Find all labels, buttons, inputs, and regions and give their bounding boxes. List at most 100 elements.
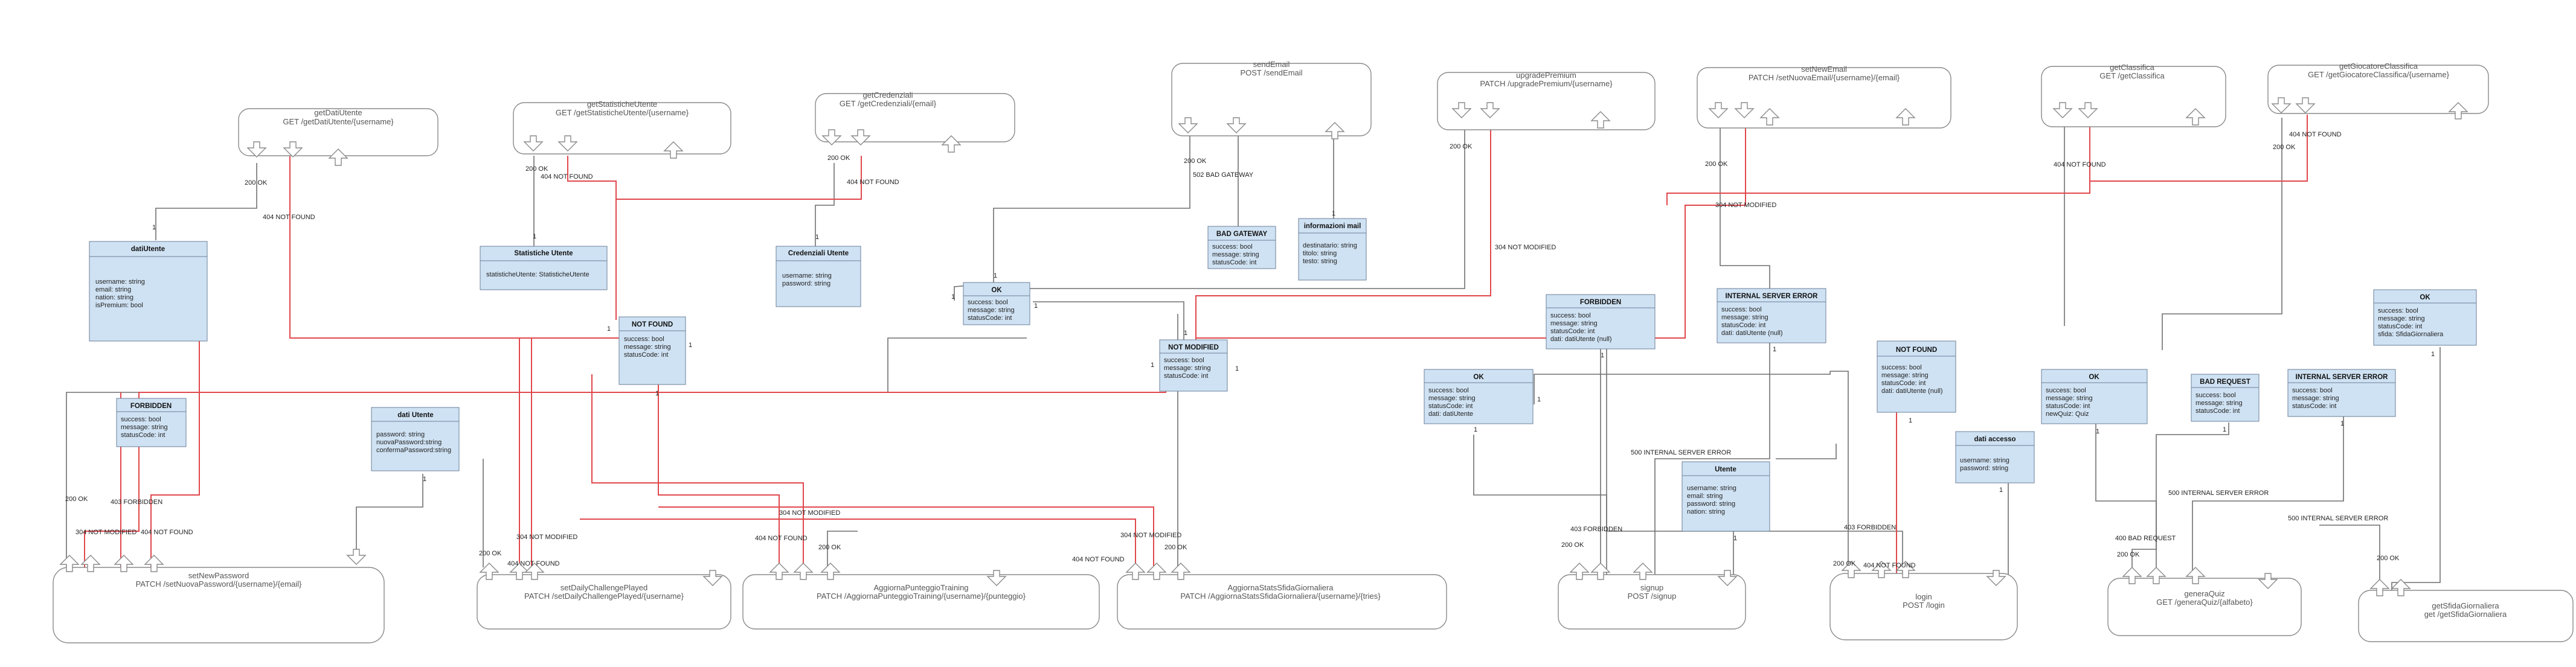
endpoint-name: signup [1640,583,1663,592]
edge-ok1-to-notmod [1033,301,1184,340]
endpoint-setnewpassword[interactable]: setNewPassword PATCH /setNuovaPassword/{… [53,549,385,643]
class-forbidden-1[interactable]: FORBIDDEN success: bool message: string … [116,398,187,447]
endpoint-setnewemail[interactable]: setNewEmail PATCH /setNuovaEmail/{userna… [1697,65,1951,129]
endpoint-name: generaQuiz [2184,589,2224,598]
endpoint-getcredenziali[interactable]: getCredenziali GET /getCredenziali/{emai… [815,91,1015,153]
class-internalservererror-1[interactable]: INTERNAL SERVER ERROR success: bool mess… [1717,288,1826,343]
class-informazionimail[interactable]: informazioni mail destinatario: string t… [1298,218,1367,281]
class-field: message: string [2046,395,2093,402]
edge-label-403: 403 FORBIDDEN [1570,526,1622,533]
edge-label-500: 500 INTERNAL SERVER ERROR [1631,449,1731,456]
edge-label-200: 200 OK [479,550,502,557]
edge-label-200: 200 OK [2377,555,2400,562]
class-field: statusCode: int [624,351,668,359]
endpoint-name: getCredenziali [862,91,913,100]
edge-setpwd-200 [66,337,1027,567]
endpoint-name: getSfidaGiornaliera [2432,601,2499,610]
class-field: password: string [1960,465,2008,472]
endpoint-name: sendEmail [1253,60,1290,69]
edge-ise-signup [1776,444,1837,459]
class-field: success: bool [1881,364,1922,371]
endpoint-aggiornastatssfidagiornaliera[interactable]: AggiornaStatsSfidaGiornaliera PATCH /Agg… [1117,563,1447,630]
endpoint-route: POST /login [1903,601,1945,610]
endpoint-generaquiz[interactable]: generaQuiz GET /generaQuiz/{alfabeto} [2107,567,2302,636]
class-title: Credenziali Utente [788,250,849,257]
red-getclassifica-404 [1666,115,2090,205]
endpoint-upgradepremium[interactable]: upgradePremium PATCH /upgradePremium/{us… [1437,71,1656,130]
class-datiutente[interactable]: datiUtente username: string email: strin… [89,241,208,342]
edge-label-200: 200 OK [2117,551,2140,558]
class-title: NOT FOUND [632,321,673,328]
class-badgateway[interactable]: BAD GATEWAY success: bool message: strin… [1207,226,1276,269]
class-ok-1[interactable]: OK success: bool message: string statusC… [963,282,1030,325]
class-field: isPremium: bool [95,302,143,309]
class-title: Utente [1715,466,1736,473]
endpoint-signup[interactable]: signup POST /signup [1558,563,1746,630]
red-upgrade-304 [1195,112,1491,340]
multiplicity: 1 [994,272,997,279]
red-setpwd-404 [150,338,200,567]
edge-label-404: 404 NOT FOUND [263,214,315,221]
multiplicity: 1 [423,476,426,483]
class-ok-2[interactable]: OK success: bool message: string statusC… [1424,369,1534,424]
class-field: message: string [2195,400,2243,407]
multiplicity: 1 [1034,302,1038,310]
class-notmodified[interactable]: NOT MODIFIED success: bool message: stri… [1159,339,1228,392]
class-field: statusCode: int [2378,323,2422,330]
edge-label-404: 404 NOT FOUND [1072,556,1125,563]
class-internalservererror-2[interactable]: INTERNAL SERVER ERROR success: bool mess… [2287,369,2396,417]
edge-label-200: 200 OK [245,179,268,187]
class-field: username: string [1687,485,1736,492]
edge-label-403: 403 FORBIDDEN [1844,524,1896,531]
class-field: statusCode: int [968,314,1012,322]
class-forbidden-2[interactable]: FORBIDDEN success: bool message: string … [1546,294,1656,349]
class-notfound-2[interactable]: NOT FOUND success: bool message: string … [1877,340,1956,413]
class-badrequest[interactable]: BAD REQUEST success: bool message: strin… [2191,374,2260,422]
class-credenzialiutente[interactable]: Credenziali Utente username: string pass… [776,246,861,307]
class-field: success: bool [2195,392,2236,399]
endpoint-getgiocatoreclassifica[interactable]: getGiocatoreClassifica GET /getGiocatore… [2267,62,2489,120]
red-aggiorna-404 [658,374,780,567]
multiplicity: 1 [1151,362,1154,369]
class-field: email: string [1687,493,1723,500]
class-field: titolo: string [1303,250,1337,257]
edge-label-200: 200 OK [1450,143,1473,150]
class-datiaccesso[interactable]: dati accesso username: string password: … [1955,431,2035,483]
class-datiutente-2[interactable]: dati Utente password: string nuovaPasswo… [371,407,460,471]
class-title: OK [991,287,1002,294]
class-statisticheutente[interactable]: Statistiche Utente statisticheUtente: St… [480,246,608,290]
endpoint-aggiornapunteggiotraining[interactable]: AggiornaPunteggioTraining PATCH /Aggiorn… [742,563,1100,630]
endpoint-sendemail[interactable]: sendEmail POST /sendEmail [1171,60,1372,139]
class-field: success: bool [1164,357,1204,364]
class-field: message: string [2378,315,2425,322]
class-field: message: string [2292,395,2339,402]
edge-label-404: 404 NOT FOUND [2054,161,2106,168]
endpoint-getdatiutente[interactable]: getDatiUtente GET /getDatiUtente/{userna… [238,108,438,166]
edge-label-404: 404 NOT FOUND [141,529,193,536]
class-field: username: string [782,272,832,279]
class-field: message: string [624,343,671,351]
class-title: Statistiche Utente [514,250,573,257]
endpoint-setdailychallengeplayed[interactable]: setDailyChallengePlayed PATCH /setDailyC… [477,563,731,630]
class-field: statusCode: int [1428,403,1473,410]
multiplicity: 1 [1332,210,1335,217]
endpoint-getsfidagiornaliera[interactable]: getSfidaGiornaliera get /getSfidaGiornal… [2358,579,2574,642]
multiplicity: 1 [152,224,156,231]
endpoint-login[interactable]: login POST /login [1829,561,2018,640]
edge-setpwd-data [356,474,423,561]
edge-label-404: 404 NOT FOUND [2289,131,2342,138]
endpoint-route: get /getSfidaGiornaliera [2424,610,2507,619]
class-utente[interactable]: Utente username: string email: string pa… [1681,461,1770,532]
class-ok-3[interactable]: OK success: bool message: string statusC… [2041,369,2148,424]
endpoint-getstatisticheutente[interactable]: getStatisticheUtente GET /getStatistiche… [513,100,731,159]
class-notfound-1[interactable]: NOT FOUND success: bool message: string … [618,316,686,385]
multiplicity: 1 [1235,365,1239,372]
red-getcred-404 [616,156,862,200]
endpoint-getclassifica[interactable]: getClassifica GET /getClassifica [2041,63,2226,127]
class-ok-4[interactable]: OK success: bool message: string statusC… [2373,289,2477,346]
class-field: success: bool [121,416,161,423]
multiplicity: 1 [689,342,692,349]
edge-quiz-400 [2131,423,2229,582]
endpoint-route: POST /sendEmail [1240,68,1302,77]
class-field: username: string [95,278,145,286]
